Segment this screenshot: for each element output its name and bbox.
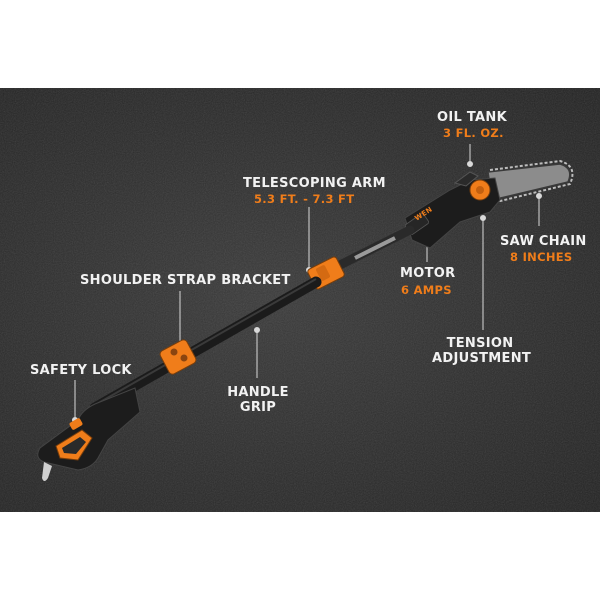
- pole-highlight: [94, 278, 317, 406]
- saw-chain-bar: [487, 159, 574, 204]
- shoulder-strap-bracket: [159, 339, 197, 375]
- telescoping-section: [354, 236, 396, 260]
- handle-grip-label: HANDLE GRIP: [218, 385, 298, 415]
- handle-grip-line-2: GRIP: [239, 400, 277, 415]
- motor-spec: 6 AMPS: [401, 283, 452, 297]
- oil-tank-spec: 3 FL. OZ.: [443, 126, 504, 140]
- tension-adjustment-label: TENSION ADJUSTMENT: [432, 336, 532, 366]
- tension-line-1: TENSION: [446, 336, 514, 351]
- motor-housing: [404, 171, 501, 249]
- handle-grip-line-1: HANDLE: [227, 385, 289, 400]
- safety-lock-label: SAFETY LOCK: [30, 363, 132, 378]
- telescoping-arm-spec: 5.3 FT. - 7.3 FT: [254, 192, 355, 206]
- saw-chain-spec: 8 INCHES: [510, 250, 573, 264]
- lower-pole: [89, 276, 322, 414]
- saw-chain-label: SAW CHAIN: [500, 234, 587, 249]
- shoulder-strap-label: SHOULDER STRAP BRACKET: [80, 273, 291, 288]
- telescoping-arm-label: TELESCOPING ARM: [243, 176, 386, 191]
- motor-label: MOTOR: [400, 266, 456, 281]
- oil-tank-label: OIL TANK: [437, 110, 507, 125]
- tension-line-2: ADJUSTMENT: [432, 351, 532, 366]
- rear-handle: [37, 387, 141, 481]
